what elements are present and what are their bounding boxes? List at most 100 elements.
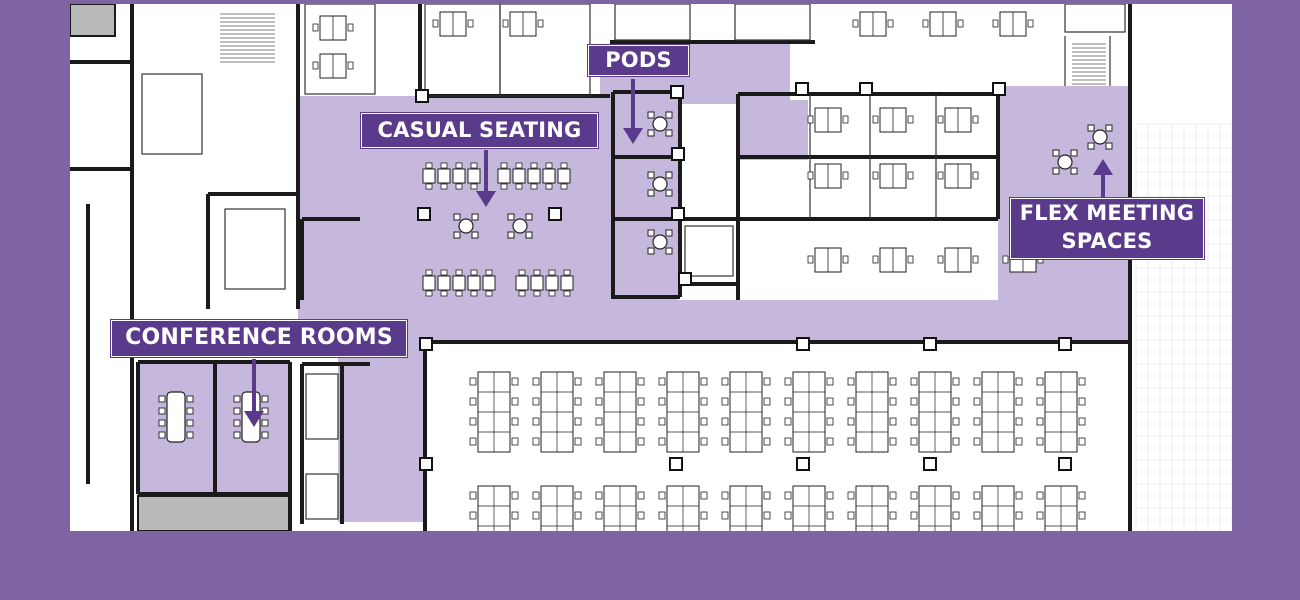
pods-label: PODS xyxy=(588,45,689,76)
chair xyxy=(507,213,515,221)
chair xyxy=(665,189,673,197)
chair xyxy=(425,162,433,169)
chair xyxy=(469,437,477,446)
callout-arrows xyxy=(244,79,1113,427)
chair xyxy=(158,407,166,415)
chair xyxy=(1078,417,1086,426)
chair xyxy=(842,255,849,264)
chair xyxy=(972,115,979,124)
chair xyxy=(511,397,519,406)
chair xyxy=(467,19,474,28)
chair xyxy=(440,290,448,297)
room-outline xyxy=(141,73,203,155)
chair xyxy=(532,417,540,426)
chair xyxy=(574,397,582,406)
chair xyxy=(533,269,541,276)
floor-plan-drawing xyxy=(70,4,1232,531)
round-table xyxy=(1087,124,1113,150)
workstation xyxy=(922,11,964,37)
building-core xyxy=(70,4,291,531)
chair xyxy=(700,511,708,520)
cafe-table xyxy=(542,168,556,184)
benching-desk xyxy=(910,485,960,531)
walls xyxy=(70,4,1132,531)
terrace-grid xyxy=(1135,123,1232,531)
chair xyxy=(453,213,461,221)
chair xyxy=(469,397,477,406)
chair xyxy=(532,491,540,500)
chair xyxy=(548,269,556,276)
chair xyxy=(574,511,582,520)
chair xyxy=(937,171,944,180)
chair xyxy=(784,397,792,406)
chair xyxy=(889,417,897,426)
chair xyxy=(469,511,477,520)
chair xyxy=(525,231,533,239)
cafe-table-row xyxy=(422,269,496,297)
chair xyxy=(847,491,855,500)
table-top xyxy=(1057,154,1073,170)
core-block-left xyxy=(70,4,116,37)
chair xyxy=(665,129,673,137)
benching-desk xyxy=(847,371,897,453)
cafe-table xyxy=(497,168,511,184)
chair xyxy=(658,417,666,426)
cafe-table xyxy=(452,275,466,291)
chair xyxy=(511,377,519,386)
table-top xyxy=(1092,129,1108,145)
chair xyxy=(158,419,166,427)
chair xyxy=(502,19,509,28)
chair xyxy=(887,19,894,28)
chair xyxy=(532,397,540,406)
column xyxy=(419,337,433,351)
chair xyxy=(1036,377,1044,386)
chair xyxy=(937,255,944,264)
chair xyxy=(784,417,792,426)
column xyxy=(548,207,562,221)
column xyxy=(415,89,429,103)
cafe-table xyxy=(422,168,436,184)
chair xyxy=(595,511,603,520)
chair xyxy=(470,290,478,297)
chair xyxy=(637,437,645,446)
room-outline xyxy=(305,473,339,520)
chair xyxy=(1036,397,1044,406)
chair xyxy=(889,491,897,500)
chair xyxy=(910,437,918,446)
chair xyxy=(533,290,541,297)
workstation xyxy=(432,11,474,37)
chair xyxy=(907,115,914,124)
benching-desk xyxy=(784,371,834,453)
chair xyxy=(700,417,708,426)
workstation xyxy=(937,247,979,273)
chair xyxy=(872,115,879,124)
chair xyxy=(952,491,960,500)
chair xyxy=(507,231,515,239)
chair xyxy=(763,377,771,386)
chair xyxy=(665,229,673,237)
chair xyxy=(826,397,834,406)
chair xyxy=(700,397,708,406)
chair xyxy=(700,437,708,446)
chair xyxy=(595,397,603,406)
room-outline xyxy=(614,4,691,41)
column xyxy=(671,207,685,221)
chair xyxy=(574,437,582,446)
cafe-table xyxy=(437,275,451,291)
chair xyxy=(847,437,855,446)
chair xyxy=(1078,437,1086,446)
chair xyxy=(432,19,439,28)
chair xyxy=(1070,167,1078,175)
chair xyxy=(545,162,553,169)
workstation xyxy=(312,15,354,41)
table-top xyxy=(652,234,668,250)
chair xyxy=(560,183,568,190)
workstation xyxy=(807,107,849,133)
chair xyxy=(889,437,897,446)
benching-desk xyxy=(973,485,1023,531)
chair xyxy=(186,407,194,415)
chair xyxy=(469,377,477,386)
chair xyxy=(784,377,792,386)
chair xyxy=(1087,124,1095,132)
cafe-table xyxy=(437,168,451,184)
